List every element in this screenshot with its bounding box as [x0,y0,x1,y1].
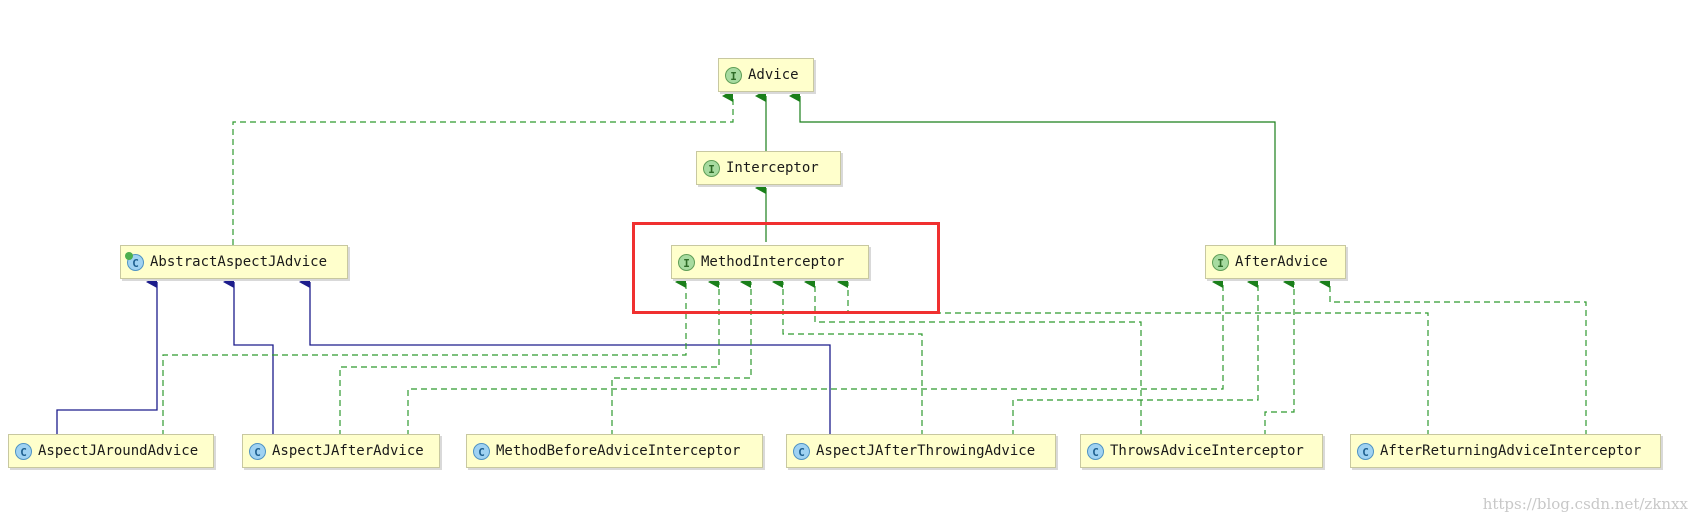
edge-methodbefore-to-methodinterceptor [611,276,752,436]
node-abstract-aspectj-advice[interactable]: C AbstractAspectJAdvice [120,245,348,279]
class-icon: C [15,442,32,460]
edge-afteradviceclass-to-methodinterceptor [339,276,720,436]
node-after-returning-advice-interceptor[interactable]: C AfterReturningAdviceInterceptor [1350,434,1661,468]
node-after-advice[interactable]: I AfterAdvice [1205,245,1346,279]
class-icon: C [793,442,810,460]
node-throws-advice-interceptor[interactable]: C ThrowsAdviceInterceptor [1080,434,1323,468]
node-label: AspectJAroundAdvice [38,443,199,459]
node-label: AfterAdvice [1235,254,1328,270]
edge-around-to-methodinterceptor [162,276,687,436]
edge-afteradvice-class-to-abstract [223,276,274,436]
class-icon: C [473,442,490,460]
edge-afterreturning-to-methodinterceptor [837,276,1429,436]
node-label: ThrowsAdviceInterceptor [1110,443,1304,459]
node-aspectj-around-advice[interactable]: C AspectJAroundAdvice [8,434,214,468]
edge-throws-to-methodinterceptor [804,276,1142,436]
edge-afteradviceclass-to-afteradvice [407,276,1224,436]
node-label: AspectJAfterThrowingAdvice [816,443,1036,459]
edge-afterthrowing-to-methodinterceptor [772,276,923,436]
method-interceptor-highlight-box [632,222,940,314]
abstract-class-icon: C [125,251,144,271]
watermark: https://blog.csdn.net/zknxx [1482,495,1688,513]
node-interceptor[interactable]: I Interceptor [696,151,841,185]
edge-afterthrowing-to-abstract [299,276,831,436]
interface-icon: I [725,66,742,84]
node-label: AbstractAspectJAdvice [150,254,328,270]
node-label: Interceptor [726,160,819,176]
node-method-interceptor[interactable]: I MethodInterceptor [671,245,869,279]
class-icon: C [249,442,266,460]
interface-icon: I [678,253,695,271]
edge-afteradvice-to-advice [789,90,1276,245]
edge-afterreturning-to-afteradvice [1319,276,1587,436]
edge-afterthrowing-to-afteradvice [1012,276,1259,436]
class-icon: C [1087,442,1104,460]
class-icon: C [1357,442,1374,460]
node-label: Advice [748,67,799,83]
edge-throws-to-afteradvice [1264,276,1295,436]
interface-icon: I [703,159,720,177]
edge-abstract-to-advice [232,90,734,245]
interface-icon: I [1212,253,1229,271]
edge-aroundadvice-to-abstract [56,276,158,436]
node-method-before-advice-interceptor[interactable]: C MethodBeforeAdviceInterceptor [466,434,763,468]
node-aspectj-after-advice[interactable]: C AspectJAfterAdvice [242,434,440,468]
node-label: MethodInterceptor [701,254,845,270]
node-label: AfterReturningAdviceInterceptor [1380,443,1642,459]
node-advice[interactable]: I Advice [718,58,814,92]
node-label: MethodBeforeAdviceInterceptor [496,443,741,459]
node-label: AspectJAfterAdvice [272,443,424,459]
node-aspectj-after-throwing-advice[interactable]: C AspectJAfterThrowingAdvice [786,434,1056,468]
